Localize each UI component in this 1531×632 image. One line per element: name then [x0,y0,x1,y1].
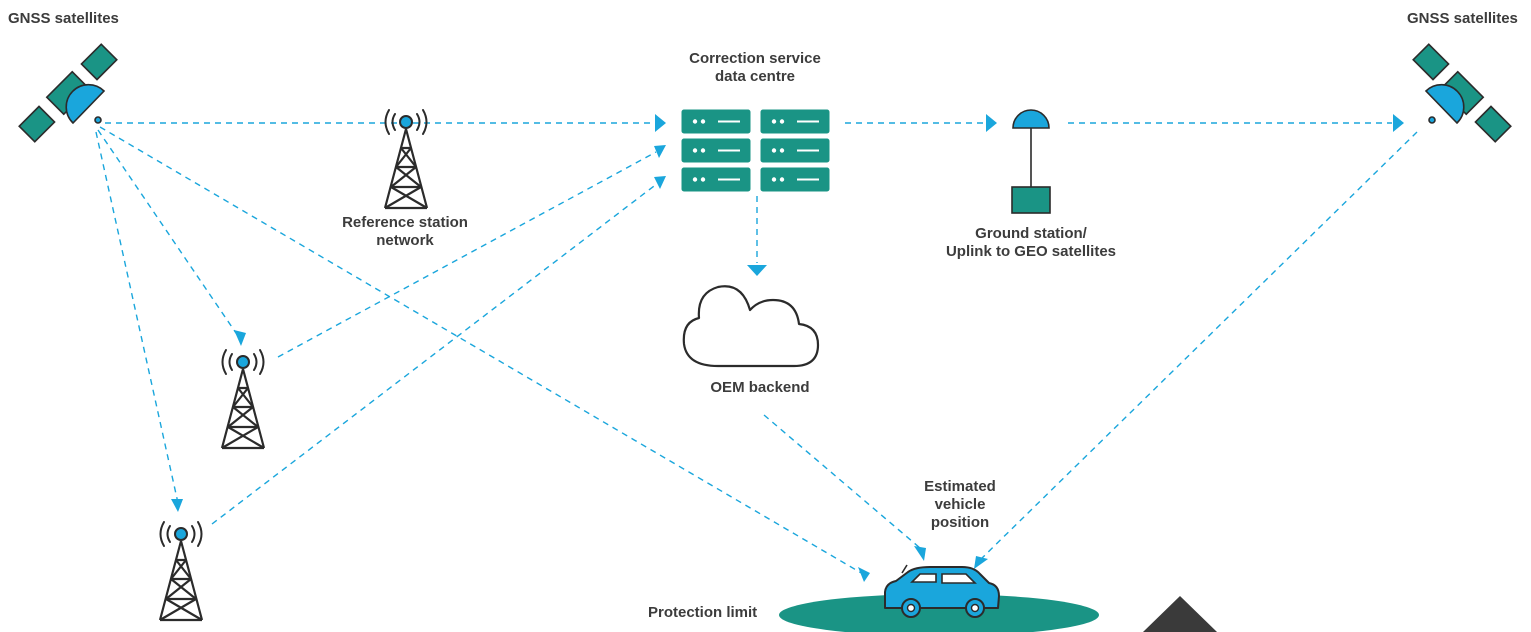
satellite-icon [1412,43,1512,143]
protection-limit-area [779,594,1099,632]
protection-limit-label: Protection limit [648,604,758,621]
data-centre-label: Correction service data centre [660,50,850,86]
radio-tower-icon [158,520,204,622]
data-centre-label-line: Correction service [689,50,821,67]
ground-station-label: Ground station/ Uplink to GEO satellites [926,225,1136,261]
reference-station-label-line: network [376,232,434,249]
vehicle-position-label-line: vehicle [934,496,986,513]
ground-station-label-line: Uplink to GEO satellites [945,243,1117,260]
cloud-icon [682,285,820,368]
reference-station-label-line: Reference station [342,214,468,231]
gnss-satellites-label-right: GNSS satellites [1407,10,1518,27]
ground-station-icon [1011,109,1051,214]
dark-triangle-shape [1143,596,1217,632]
gnss-satellites-label-left: GNSS satellites [8,10,119,27]
radio-tower-icon [383,108,429,210]
vehicle-position-label-line: Estimated [924,478,996,495]
link-arrowheads [171,114,1404,582]
oem-backend-label: OEM backend [710,379,810,396]
server-icon [681,109,830,192]
ground-station-label-line: Ground station/ [975,225,1087,242]
radio-tower-icon [220,348,266,450]
reference-station-label: Reference station network [320,214,490,250]
vehicle-position-label: Estimated vehicle position [910,478,1010,532]
satellite-icon [18,43,118,143]
vehicle-position-label-line: position [930,514,990,531]
link-lines [95,122,1418,575]
car-icon [884,564,1000,618]
data-centre-label-line: data centre [714,68,796,85]
